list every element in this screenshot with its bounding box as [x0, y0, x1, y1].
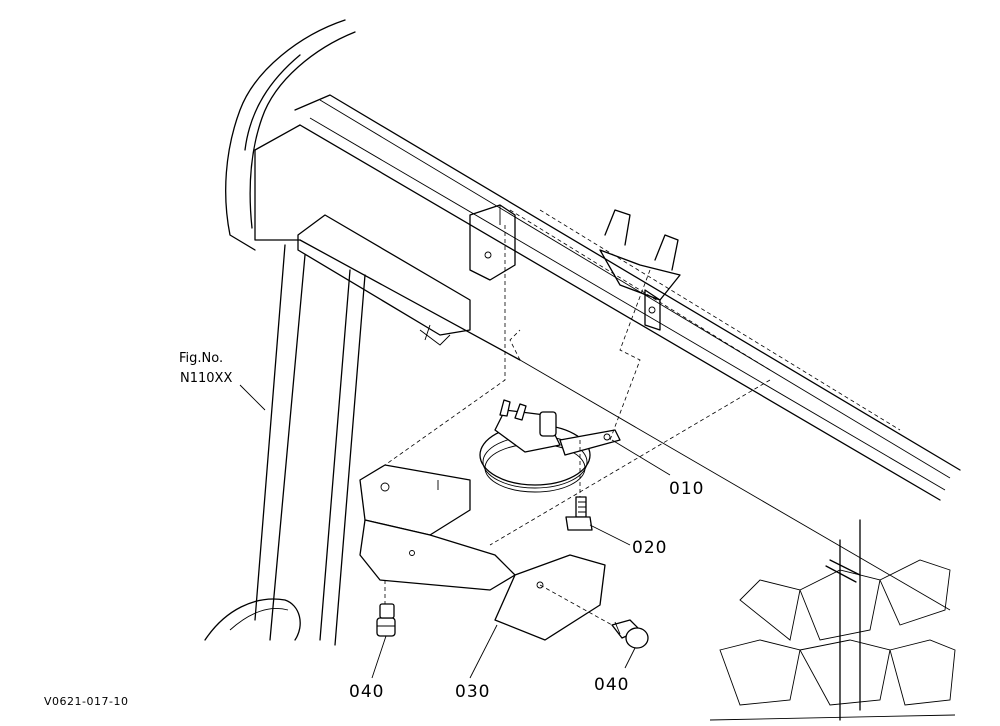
bolt-020-part	[565, 496, 593, 531]
leader-lines	[239, 384, 671, 679]
fig-ref-line1: Fig.No.	[179, 351, 223, 366]
drawing-code: V0621-017-10	[44, 695, 128, 708]
assembly-guide-lines	[384, 225, 771, 626]
part-label-040-right: 040	[594, 675, 629, 695]
part-label-040-left: 040	[349, 682, 384, 702]
fig-ref-line2: N110XX	[180, 371, 232, 386]
part-label-020: 020	[632, 538, 667, 558]
part-label-010: 010	[669, 479, 704, 499]
bolt-040-right-part	[611, 619, 649, 649]
machine-frame-outline	[204, 19, 961, 721]
bolt-040-left-part	[376, 603, 396, 637]
horn-part	[479, 399, 621, 493]
part-label-030: 030	[455, 682, 490, 702]
bracket-030-part	[359, 464, 606, 641]
